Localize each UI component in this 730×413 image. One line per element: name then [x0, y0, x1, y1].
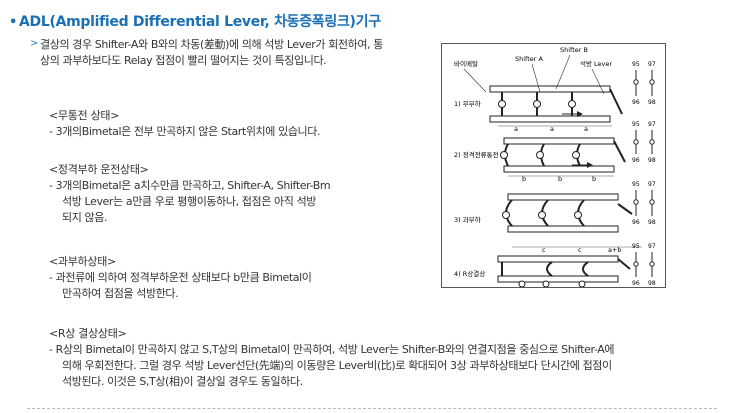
section-line: - 3개의Bimetal은 a치수만큼 만곡하고, Shifter-A, Shi…	[49, 179, 331, 192]
svg-text:97: 97	[648, 61, 656, 68]
dim-label: a	[514, 125, 518, 133]
svg-text:98: 98	[648, 219, 656, 226]
svg-text:96: 96	[632, 157, 640, 164]
dim-label: a	[550, 125, 554, 133]
dim-label: b	[522, 175, 526, 183]
label-shifter-a: Shifter A	[515, 55, 544, 63]
section-line: 석방 Lever는 a만큼 우로 평행이동하나, 접점은 아직 석방	[62, 195, 317, 208]
section-line: - 3개의Bimetal은 전부 만곡하지 않은 Start위치에 있습니다.	[49, 125, 321, 138]
intro-text: 결상의 경우 Shifter-A와 B와의 차동(差動)에 의해 석방 Leve…	[40, 38, 383, 67]
state-label: 1) 무부하	[454, 99, 481, 108]
section-title-no-current: <무통전 상태>	[49, 109, 120, 122]
label-shifter-b: Shifter B	[560, 46, 588, 54]
svg-text:98: 98	[648, 99, 656, 106]
section-line: - 과전류에 의하여 정격부하운전 상태보다 b만큼 Bimetal이	[49, 271, 312, 284]
page-title: •ADL(Amplified Differential Lever, 차동증폭링…	[9, 14, 381, 30]
bullet-dot-icon: •	[9, 15, 18, 30]
state-overload: 3) 과부하	[454, 193, 633, 233]
svg-text:96: 96	[632, 99, 640, 106]
svg-text:95: 95	[632, 61, 640, 68]
chevron-right-icon: >	[30, 38, 39, 49]
svg-text:96: 96	[632, 280, 640, 287]
dim-label: b	[558, 175, 562, 183]
state-label: 4) R상결상	[454, 269, 485, 278]
svg-text:98: 98	[648, 280, 656, 287]
section-body-no-current: - 3개의Bimetal은 전부 만곡하지 않은 Start위치에 있습니다.	[49, 124, 320, 140]
dim-label: b	[592, 175, 596, 183]
section-title-phase-loss: <R상 결상상태>	[49, 327, 127, 340]
label-release-lever: 석방 Lever	[580, 59, 612, 68]
section-title-overload: <과부하상태>	[49, 255, 116, 268]
section-line: 만곡하여 접점을 석방한다.	[62, 287, 179, 300]
svg-text:97: 97	[648, 181, 656, 188]
adl-mechanism-diagram: 바이메탈 Shifter A Shifter B 석방 Lever 1) 무부하…	[441, 43, 666, 288]
state-no-load: 1) 무부하	[454, 85, 623, 123]
section-line: 되지 않음.	[62, 211, 108, 224]
svg-text:97: 97	[648, 243, 656, 250]
state-label: 2) 정격전류통전	[454, 150, 499, 159]
svg-text:97: 97	[648, 121, 656, 128]
svg-text:95: 95	[632, 121, 640, 128]
section-body-rated-load: - 3개의Bimetal은 a치수만큼 만곡하고, Shifter-A, Shi…	[49, 178, 331, 226]
contact-block: 95 97 96 98	[632, 61, 656, 106]
dim-label: c	[578, 246, 582, 254]
state-label: 3) 과부하	[454, 215, 481, 224]
state-rated-current: 2) 정격전류통전	[454, 137, 626, 173]
section-line: 석방된다. 이것은 S,T상(相)이 결상일 경우도 동일하다.	[62, 375, 303, 388]
section-body-phase-loss: - R상의 Bimetal이 만곡하지 않고 S,T상의 Bimetal이 만곡…	[49, 342, 615, 390]
contact-block: 95 97 96 98	[632, 243, 656, 287]
dim-label: a	[584, 125, 588, 133]
section-body-overload: - 과전류에 의하여 정격부하운전 상태보다 b만큼 Bimetal이 만곡하여…	[49, 270, 312, 302]
state-r-phase-loss: 4) R상결상	[454, 255, 631, 288]
svg-text:96: 96	[632, 219, 640, 226]
dim-label: a+b	[608, 246, 622, 254]
section-title-rated-load: <정격부하 운전상태>	[49, 163, 149, 176]
section-line: 의해 우회전한다. 그럴 경우 석방 Lever선단(先端)의 이동량은 Lev…	[62, 359, 612, 372]
label-bimetal: 바이메탈	[454, 59, 478, 68]
dim-label: c	[542, 246, 546, 254]
svg-text:95: 95	[632, 243, 640, 250]
contact-block: 95 97 96 98	[632, 181, 656, 226]
svg-text:98: 98	[648, 157, 656, 164]
bottom-divider	[27, 408, 717, 409]
contact-block: 95 97 96 98	[632, 121, 656, 164]
svg-text:95: 95	[632, 181, 640, 188]
section-line: - R상의 Bimetal이 만곡하지 않고 S,T상의 Bimetal이 만곡…	[49, 343, 615, 356]
